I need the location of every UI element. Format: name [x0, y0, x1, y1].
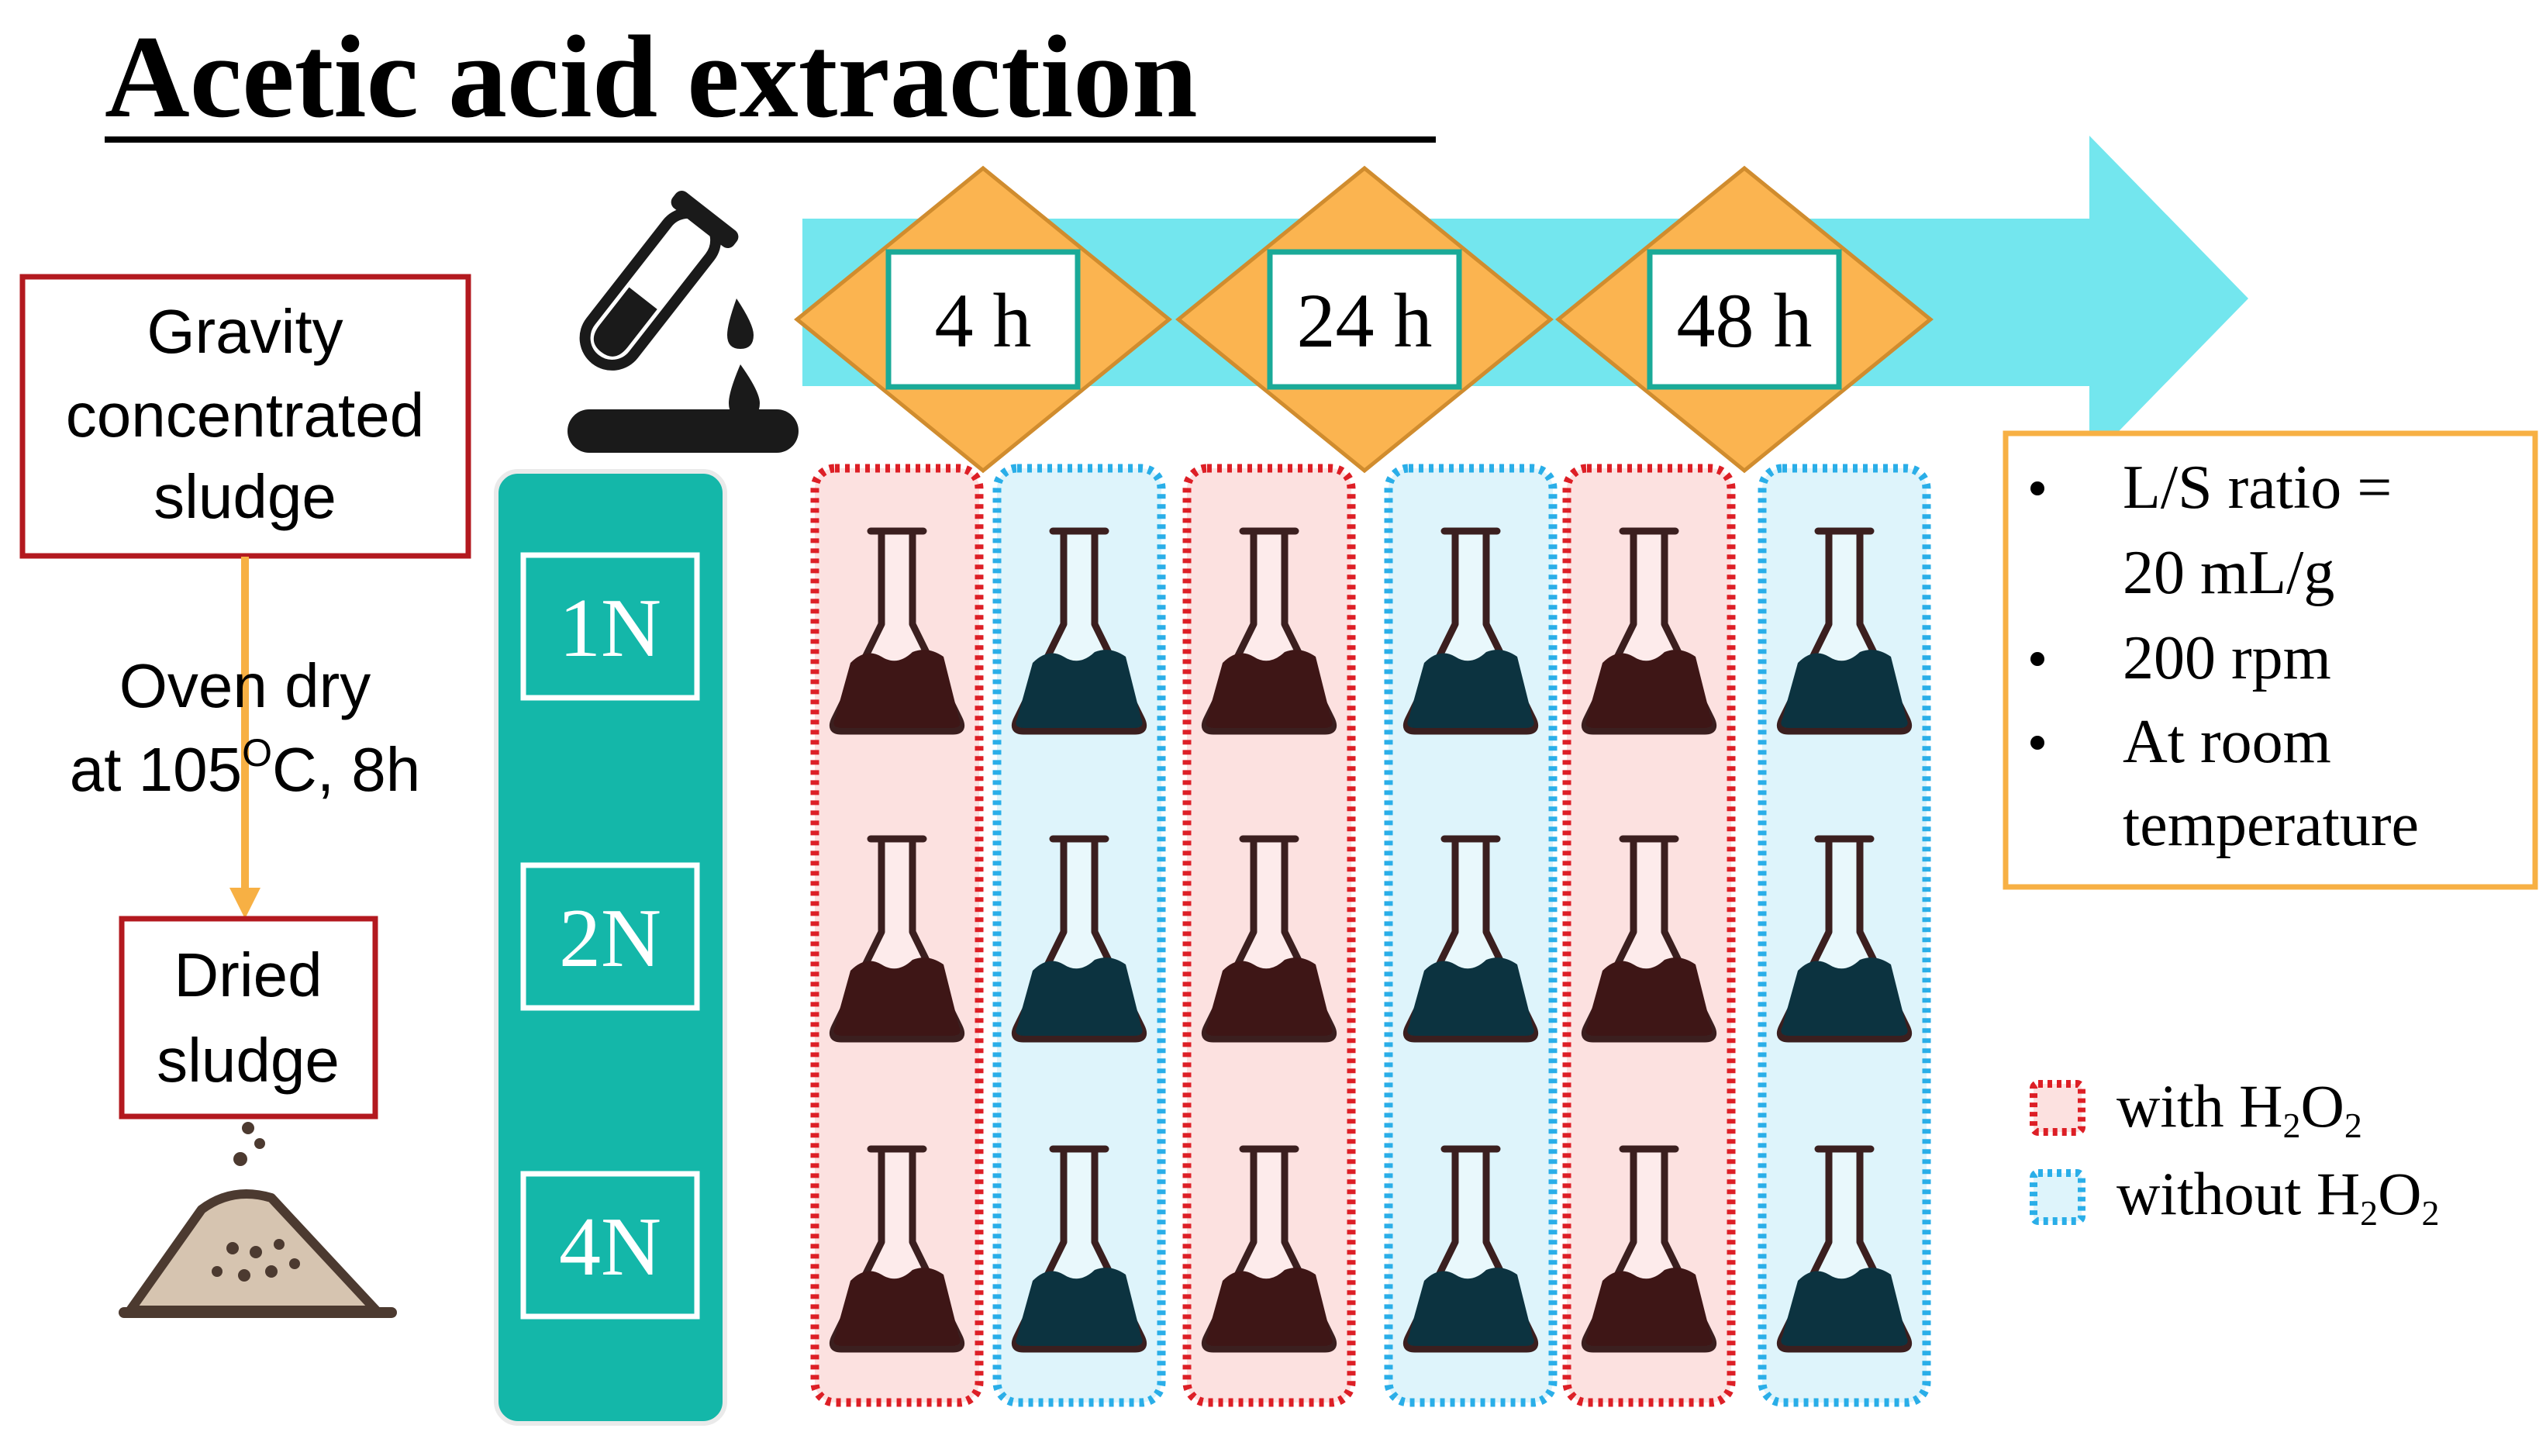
gravity-sludge-box	[19, 274, 471, 559]
erlenmeyer-flask-icon	[829, 1145, 965, 1353]
legend-with-swatch	[2030, 1080, 2085, 1136]
erlenmeyer-flask-icon	[1776, 527, 1913, 735]
erlenmeyer-flask-icon	[1581, 1145, 1717, 1353]
condition-line: 20 mL/g	[2123, 539, 2334, 607]
legend-with-label: with H2O2	[2116, 1072, 2362, 1145]
erlenmeyer-flask-icon	[1201, 835, 1337, 1043]
erlenmeyer-flask-icon	[1011, 835, 1147, 1043]
time-label: 24 h	[1297, 278, 1433, 364]
dried-sludge-label-line2: sludge	[157, 1026, 340, 1095]
concentration-label: 2N	[559, 892, 661, 985]
erlenmeyer-flask-icon	[1011, 527, 1147, 735]
time-label: 48 h	[1677, 278, 1813, 364]
concentration-box	[520, 862, 700, 1011]
dried-sludge-box	[119, 916, 378, 1120]
erlenmeyer-flask-icon	[1201, 1145, 1337, 1353]
time-box	[885, 249, 1081, 390]
concentration-2n: 2N	[520, 862, 700, 1011]
time-marker-3: 48 h	[1555, 165, 1934, 474]
erlenmeyer-flask-icon	[829, 527, 965, 735]
page-title: Acetic acid extraction	[105, 12, 1198, 142]
condition-line: At room	[2123, 708, 2331, 776]
test-tube-icon	[568, 191, 799, 453]
erlenmeyer-flask-icon	[1776, 1145, 1913, 1353]
condition-line: 200 rpm	[2123, 624, 2331, 692]
gravity-sludge-label-line1: Gravity	[147, 297, 343, 366]
oven-dry-label-line1: Oven dry	[119, 651, 371, 720]
erlenmeyer-flask-icon	[1776, 835, 1913, 1043]
erlenmeyer-flask-icon	[1201, 527, 1337, 735]
conditions-box	[2003, 430, 2538, 890]
concentration-1n: 1N	[520, 552, 700, 701]
powder-pile-icon	[119, 1122, 397, 1318]
bullet-dot	[2030, 652, 2044, 666]
bullet-dot	[2030, 481, 2044, 495]
condition-line: temperature	[2123, 791, 2419, 859]
erlenmeyer-flask-icon	[829, 835, 965, 1043]
erlenmeyer-flask-icon	[1581, 527, 1717, 735]
gravity-sludge-label-line2: concentrated	[66, 381, 425, 450]
erlenmeyer-flask-icon	[1581, 835, 1717, 1043]
time-marker-2: 24 h	[1175, 165, 1554, 474]
condition-line: L/S ratio =	[2123, 454, 2392, 522]
time-box	[1267, 249, 1462, 390]
legend-without-label: without H2O2	[2116, 1160, 2440, 1233]
oven-dry-label-line2: at 105OC, 8h	[70, 731, 421, 804]
time-marker-1: 4 h	[794, 165, 1172, 474]
concentration-4n: 4N	[520, 1171, 700, 1320]
dried-sludge-label-line1: Dried	[174, 940, 322, 1009]
erlenmeyer-flask-icon	[1402, 527, 1539, 735]
concentration-panel	[494, 469, 727, 1426]
time-box	[1647, 249, 1842, 390]
concentration-box	[520, 552, 700, 701]
gravity-sludge-label-line3: sludge	[154, 462, 336, 531]
concentration-label: 1N	[559, 582, 661, 675]
time-label: 4 h	[935, 278, 1032, 364]
concentration-box	[520, 1171, 700, 1320]
erlenmeyer-flask-icon	[1402, 1145, 1539, 1353]
erlenmeyer-flask-icon	[1011, 1145, 1147, 1353]
legend: with H2O2 without H2O2	[2030, 1072, 2440, 1233]
legend-without-swatch	[2030, 1169, 2085, 1225]
concentration-label: 4N	[559, 1201, 661, 1293]
erlenmeyer-flask-icon	[1402, 835, 1539, 1043]
bullet-dot	[2030, 736, 2044, 750]
flow-arrow-head	[229, 888, 260, 919]
